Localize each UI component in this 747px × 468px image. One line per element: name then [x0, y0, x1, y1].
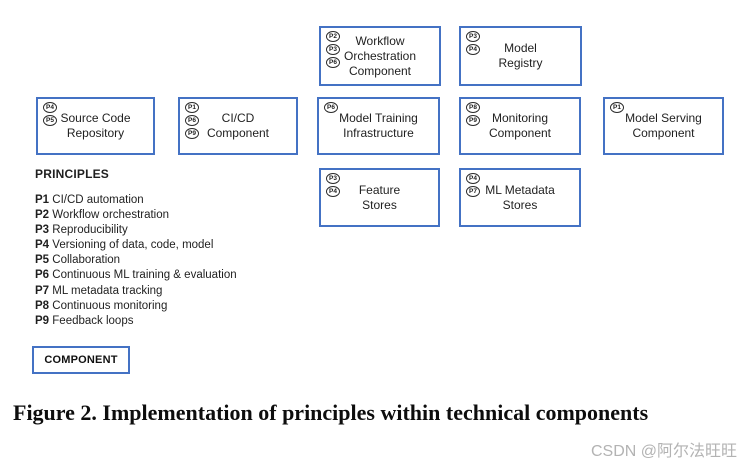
principle-item-p3: P3 Reproducibility [35, 223, 315, 238]
principle-code: P5 [35, 254, 50, 267]
principle-item-p5: P5 Collaboration [35, 253, 315, 268]
component-label: ML Metadata Stores [485, 182, 555, 212]
principle-badges: P8 P9 [466, 102, 480, 126]
figure-caption: Figure 2. Implementation of principles w… [13, 400, 649, 425]
component-box-ml-metadata-stores: P4 P7 ML Metadata Stores [459, 168, 581, 227]
principle-item-p1: P1 CI/CD automation [35, 193, 315, 208]
principle-badge-p9: P9 [466, 115, 480, 126]
component-box-model-registry: P3 P4 Model Registry [459, 26, 582, 86]
principle-badge-p2: P2 [326, 31, 340, 42]
principle-item-p7: P7 ML metadata tracking [35, 284, 315, 299]
principle-badge-p1: P1 [185, 102, 199, 113]
principle-badge-p1: P1 [610, 102, 624, 113]
component-legend-label: COMPONENT [44, 354, 118, 366]
principle-item-p6: P6 Continuous ML training & evaluation [35, 268, 315, 283]
principles-heading: PRINCIPLES [35, 167, 110, 181]
principle-item-p2: P2 Workflow orchestration [35, 208, 315, 223]
component-label: Model Registry [498, 41, 543, 70]
principle-text: ML metadata tracking [52, 284, 163, 297]
principle-item-p4: P4 Versioning of data, code, model [35, 238, 315, 253]
principle-badge-p6: P6 [326, 57, 340, 68]
component-box-model-serving: P1 Model Serving Component [603, 97, 724, 155]
principle-code: P1 [35, 194, 50, 206]
component-legend-box: COMPONENT [32, 346, 130, 374]
component-label: Model Serving Component [625, 111, 702, 140]
watermark-text: CSDN @阿尔法旺旺 [590, 443, 737, 460]
principle-badges: P2 P3 P6 [326, 31, 340, 68]
principle-code: P9 [35, 314, 50, 327]
component-label: CI/CD Component [206, 111, 270, 140]
principle-badges: P4 P7 [466, 173, 480, 197]
principle-text: Versioning of data, code, model [52, 239, 214, 252]
principle-text: Collaboration [52, 254, 121, 267]
principle-text: Reproducibility [52, 224, 128, 237]
principle-badge-p3: P3 [466, 31, 480, 42]
principle-badge-p4: P4 [466, 44, 480, 55]
principle-text: Feedback loops [52, 314, 134, 327]
principle-badges: P3 P4 [466, 31, 480, 55]
principle-text: Continuous monitoring [52, 299, 168, 312]
principle-code: P7 [35, 284, 50, 297]
principle-badges: P6 [324, 102, 338, 113]
component-box-monitoring: P8 P9 Monitoring Component [459, 97, 581, 155]
principle-badge-p3: P3 [326, 173, 340, 184]
principle-code: P2 [35, 209, 50, 222]
principle-item-p9: P9 Feedback loops [35, 314, 315, 329]
principle-badge-p5: P5 [43, 115, 57, 126]
principle-text: Workflow orchestration [52, 209, 170, 222]
principle-badge-p9: P9 [185, 128, 199, 139]
principle-code: P8 [35, 299, 50, 312]
principle-code: P4 [35, 239, 50, 252]
principle-badge-p4: P4 [43, 102, 57, 113]
component-box-cicd: P1 P6 P9 CI/CD Component [178, 97, 298, 155]
component-box-model-training-infrastructure: P6 Model Training Infrastructure [317, 97, 440, 155]
component-label: Workflow Orchestration Component [343, 33, 417, 78]
component-label: Feature Stores [358, 182, 401, 212]
principle-badge-p3: P3 [326, 44, 340, 55]
principle-badges: P1 [610, 102, 624, 113]
principle-badge-p4: P4 [466, 173, 480, 184]
component-label: Model Training Infrastructure [339, 111, 418, 140]
principle-item-p8: P8 Continuous monitoring [35, 299, 315, 314]
component-box-feature-stores: P3 P4 Feature Stores [319, 168, 440, 227]
principle-badge-p4: P4 [326, 186, 340, 197]
component-label: Source Code Repository [60, 111, 131, 140]
principle-badges: P1 P6 P9 [185, 102, 199, 139]
component-box-source-code-repository: P4 P5 Source Code Repository [36, 97, 155, 155]
principle-badges: P3 P4 [326, 173, 340, 197]
principle-badge-p7: P7 [466, 186, 480, 197]
principle-text: CI/CD automation [52, 194, 144, 206]
principle-code: P6 [35, 269, 50, 282]
principle-text: Continuous ML training & evaluation [52, 269, 237, 282]
principle-code: P3 [35, 224, 50, 237]
principle-badges: P4 P5 [43, 102, 57, 126]
component-box-workflow-orchestration: P2 P3 P6 Workflow Orchestration Componen… [319, 26, 441, 86]
principle-badge-p6: P6 [324, 102, 338, 113]
principle-badge-p8: P8 [466, 102, 480, 113]
principles-list: PRINCIPLES P1 CI/CD automation P2 Workfl… [35, 167, 315, 329]
principle-badge-p6: P6 [185, 115, 199, 126]
component-label: Monitoring Component [488, 111, 552, 140]
